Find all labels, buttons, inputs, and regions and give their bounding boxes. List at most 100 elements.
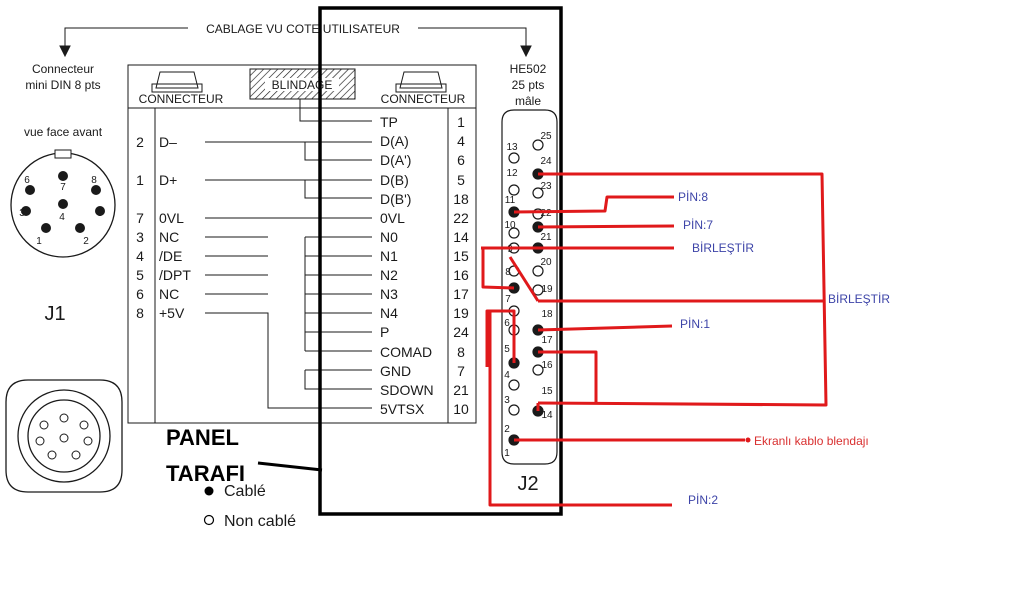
j1-pin-label: 5 <box>97 208 103 219</box>
cable-arrow <box>59 27 532 58</box>
j1-face-label: vue face avant <box>24 125 103 139</box>
left-pin-number: 1 <box>136 172 144 188</box>
left-pin-number: 8 <box>136 305 144 321</box>
j2-pin-label: 20 <box>540 257 552 268</box>
annotation-join-1: BİRLEŞTİR <box>692 241 754 255</box>
left-pin-number: 3 <box>136 229 144 245</box>
right-signal-label: 0VL <box>380 210 405 226</box>
j1-pin-label: 3 <box>19 208 25 219</box>
j1-socket-icon <box>5 379 123 493</box>
j2-pin-label: 6 <box>504 318 510 329</box>
right-signal-label: SDOWN <box>380 382 434 398</box>
j2-pin-label: 23 <box>540 181 552 192</box>
j2-pin-label: 19 <box>541 284 553 295</box>
panel-pointer <box>257 461 323 472</box>
j2-pin-label: 4 <box>504 370 510 381</box>
j1-pin-label: 2 <box>83 236 89 247</box>
j1-pin-label: 8 <box>91 175 97 186</box>
j2-pin-label: 24 <box>540 156 552 167</box>
j2-name: J2 <box>517 473 538 495</box>
j2-pin-label: 3 <box>504 395 510 406</box>
right-pin-number: 4 <box>457 133 465 149</box>
right-pin-number: 18 <box>453 191 469 207</box>
left-connector-title: Connecteur <box>32 62 94 76</box>
legend-not-cabled: Non cablé <box>224 513 296 530</box>
right-signal-label: D(B) <box>380 172 409 188</box>
table-wiring <box>205 141 372 409</box>
right-signal-label: COMAD <box>380 344 432 360</box>
j2-pin-labels: 25 13 24 12 23 11 22 10 21 9 20 8 19 7 1… <box>504 131 553 459</box>
j2-connector-shell <box>501 109 558 465</box>
right-pin-number: 17 <box>453 286 469 302</box>
right-pin-number: 21 <box>453 382 469 398</box>
right-pin-number: 16 <box>453 267 469 283</box>
panel-label-line2: TARAFI <box>166 461 245 486</box>
right-pin-number: 1 <box>457 114 465 130</box>
right-signal-label: P <box>380 324 389 340</box>
right-pin-number: 22 <box>453 210 469 226</box>
left-pin-number: 6 <box>136 286 144 302</box>
right-signal-label: 5VTSX <box>380 401 425 417</box>
j1-pin-label: 1 <box>36 236 42 247</box>
right-signal-label: N1 <box>380 248 398 264</box>
right-connector-gender: mâle <box>515 94 541 108</box>
j2-pin-label: 16 <box>541 360 553 371</box>
cabled-dot-icon <box>204 486 214 496</box>
right-pin-number: 19 <box>453 305 469 321</box>
right-connector-pins: 25 pts <box>512 78 545 92</box>
left-connector-header: CONNECTEUR <box>139 92 224 106</box>
right-signal-label: D(A) <box>380 133 409 149</box>
left-rows: 2 D– 1 D+ 7 0VL 3 NC 4 /DE 5 /DPT 6 NC 8… <box>136 134 191 321</box>
right-signal-label: N2 <box>380 267 398 283</box>
right-signal-label: N4 <box>380 305 398 321</box>
j1-name: J1 <box>44 303 65 325</box>
j2-pin-label: 17 <box>541 335 553 346</box>
right-pin-number: 10 <box>453 401 469 417</box>
left-signal-label: NC <box>159 286 179 302</box>
j2-pins <box>508 139 544 446</box>
j2-pin-label: 21 <box>540 232 552 243</box>
right-signal-label: D(B') <box>380 191 411 207</box>
left-signal-label: +5V <box>159 305 185 321</box>
red-wiring <box>481 172 828 507</box>
j1-pin-label: 7 <box>60 182 66 193</box>
right-pin-number: 14 <box>453 229 469 245</box>
annotation-pin7: PİN:7 <box>683 218 713 232</box>
j2-pin-label: 5 <box>504 344 510 355</box>
right-rows: TP 1 D(A) 4 D(A') 6 D(B) 5 D(B') 18 0VL … <box>380 114 469 417</box>
right-signal-label: N0 <box>380 229 398 245</box>
left-pin-number: 7 <box>136 210 144 226</box>
annotation-pin1: PİN:1 <box>680 317 710 331</box>
annotation-pin2: PİN:2 <box>688 493 718 507</box>
j2-pin-label: 11 <box>505 195 516 206</box>
left-signal-label: D+ <box>159 172 177 188</box>
j1-pin-label: 4 <box>59 212 65 223</box>
right-signal-label: D(A') <box>380 152 411 168</box>
right-signal-label: TP <box>380 114 398 130</box>
j1-connector: 6 7 8 3 4 5 1 2 <box>10 149 116 258</box>
panel-label-line1: PANEL <box>166 425 239 450</box>
connector-icon <box>395 71 447 93</box>
right-pin-number: 15 <box>453 248 469 264</box>
annotations: PİN:8 PİN:7 BİRLEŞTİR BİRLEŞTİR PİN:1 Ek… <box>678 190 890 507</box>
j2-pin-label: 13 <box>506 142 518 153</box>
right-connector-header: CONNECTEUR <box>381 92 466 106</box>
j2-pin-label: 14 <box>541 410 553 421</box>
left-signal-label: NC <box>159 229 179 245</box>
j1-pin-label: 6 <box>24 175 30 186</box>
j2-pin-label: 10 <box>504 220 516 231</box>
right-signal-label: N3 <box>380 286 398 302</box>
panel-frame <box>318 6 563 516</box>
left-pin-number: 2 <box>136 134 144 150</box>
left-connector-subtitle: mini DIN 8 pts <box>25 78 100 92</box>
j2-pin-label: 22 <box>540 208 552 219</box>
wiring-table: CONNECTEUR CONNECTEUR BLINDAGE 2 D– 1 D+… <box>127 64 477 424</box>
right-pin-number: 24 <box>453 324 469 340</box>
left-signal-label: 0VL <box>159 210 184 226</box>
right-connector-title: HE502 <box>510 62 547 76</box>
right-pin-number: 5 <box>457 172 465 188</box>
annotation-pin8: PİN:8 <box>678 190 708 204</box>
annotation-shield: Ekranlı kablo blendajı <box>754 434 869 448</box>
left-signal-label: D– <box>159 134 177 150</box>
